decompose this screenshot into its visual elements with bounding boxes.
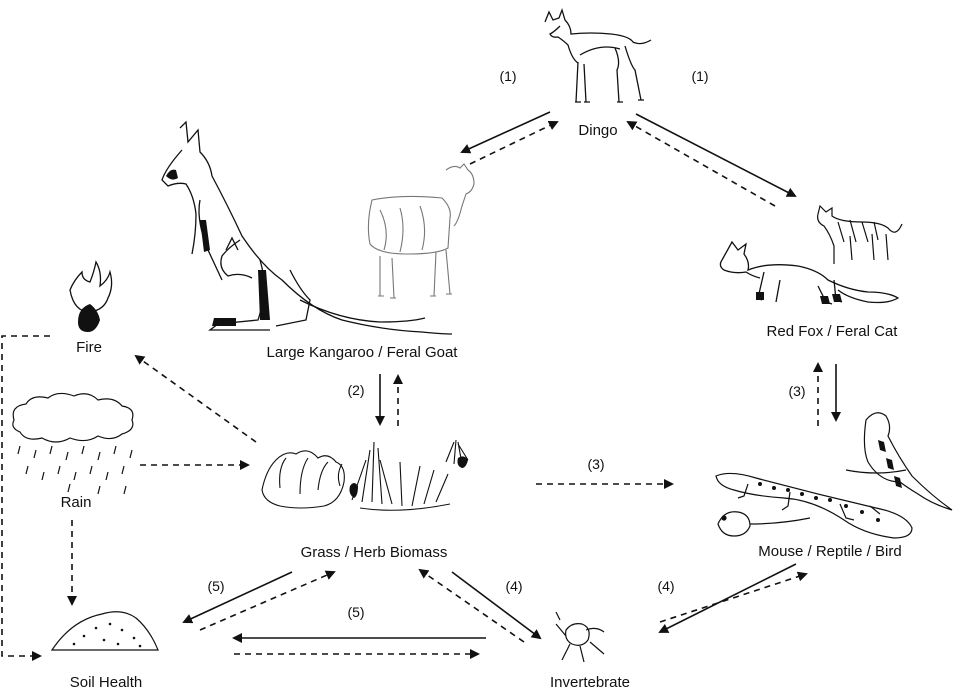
soil-texture xyxy=(72,622,142,648)
fox-shading xyxy=(756,292,842,304)
lizard-pattern xyxy=(758,482,880,522)
lizard-illustration xyxy=(715,472,913,539)
mouse-illustration xyxy=(717,511,811,537)
edge-label-dingo-kangaroo: (1) xyxy=(499,68,517,84)
node-label-soil: Soil Health xyxy=(69,674,143,691)
edge-label-invert-mouse: (4) xyxy=(657,578,675,594)
kangaroo-shading xyxy=(166,169,270,326)
arrow-mouse-to-invertebrate xyxy=(658,563,797,633)
goat-illustration xyxy=(367,163,475,299)
edge-label-kangaroo-grass: (2) xyxy=(347,382,365,398)
node-label-grass: Grass / Herb Biomass xyxy=(300,544,448,561)
raindrops xyxy=(17,445,133,495)
invertebrate-illustration xyxy=(555,611,605,663)
bird-shading xyxy=(878,440,902,488)
arrow-soil-to-grass xyxy=(199,570,336,631)
rain-illustration xyxy=(12,392,134,495)
edge-label-fox-mouse: (3) xyxy=(788,383,806,399)
fire-illustration xyxy=(69,260,113,332)
node-label-mouse-reptile-bird: Mouse / Reptile / Bird xyxy=(758,543,902,560)
arrow-kangaroo-to-dingo xyxy=(469,120,559,165)
edge-label-soil-invert: (5) xyxy=(347,604,365,620)
edge-label-soil-grass: (5) xyxy=(207,578,225,594)
cat-illustration xyxy=(817,204,903,264)
edge-label-dingo-fox: (1) xyxy=(691,68,709,84)
arrow-dingo-to-kangaroo xyxy=(460,111,551,154)
arrow-grass-to-soil xyxy=(182,571,293,624)
arrow-grass-to-fire xyxy=(134,354,257,443)
node-label-dingo: Dingo xyxy=(578,122,618,139)
node-label-invertebrate: Invertebrate xyxy=(549,674,631,691)
bird-illustration xyxy=(845,412,953,511)
arrow-grass-to-invertebrate xyxy=(451,571,542,640)
edge-label-grass-invert: (4) xyxy=(505,578,523,594)
arrow-dingo-to-fox xyxy=(635,113,797,197)
node-label-fox-cat: Red Fox / Feral Cat xyxy=(766,323,898,340)
arrow-fox-to-dingo xyxy=(626,121,776,207)
arrow-fire-to-soil xyxy=(1,335,50,661)
grass-illustration xyxy=(261,439,469,511)
node-label-rain: Rain xyxy=(60,494,92,511)
edge-label-grass-mouse: (3) xyxy=(587,456,605,472)
soil-illustration xyxy=(50,611,159,651)
node-label-fire: Fire xyxy=(76,339,102,356)
grass-shading xyxy=(349,456,468,498)
arrow-invertebrate-to-mouse xyxy=(659,571,808,623)
fox-illustration xyxy=(719,240,900,305)
dingo-illustration xyxy=(544,7,652,103)
node-label-kangaroo-goat: Large Kangaroo / Feral Goat xyxy=(266,344,458,361)
